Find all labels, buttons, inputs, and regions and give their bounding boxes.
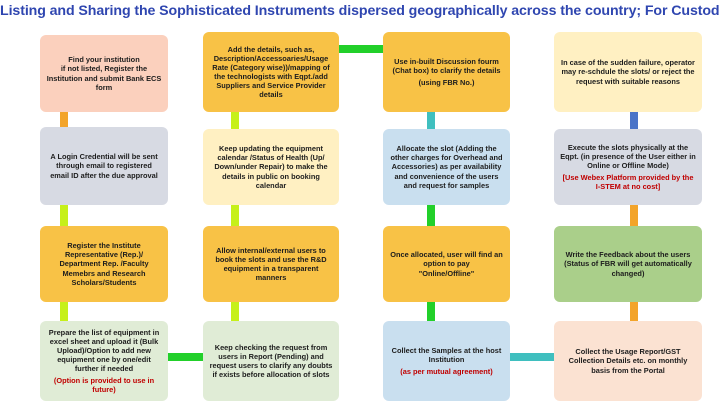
step-box-discussion-forum: Use in-built Discussion fourm (Chat box)… <box>383 32 510 112</box>
step-text: Keep checking the request from users in … <box>209 342 333 380</box>
step-text: In case of the sudden failure, operator … <box>561 58 695 86</box>
connector-row4-c1-c2 <box>168 353 203 361</box>
step-box-execute-slots: Execute the slots physically at the Eqpt… <box>554 129 702 205</box>
step-box-add-details: Add the details, such as, Description/Ac… <box>203 32 339 112</box>
connector-c3-r3 <box>427 302 435 321</box>
step-box-prepare-equipment-list: Prepare the list of equipment in excel s… <box>40 321 168 401</box>
connector-c4-r2 <box>630 205 638 226</box>
step-text: Prepare the list of equipment in excel s… <box>48 327 160 374</box>
step-text: Use in-built Discussion fourm (Chat box)… <box>392 56 501 75</box>
step-text: Add the details, such as, Description/Ac… <box>212 44 330 100</box>
connector-c2-r1 <box>231 112 239 129</box>
connector-c1-r3 <box>60 302 68 321</box>
step-text: Execute the slots physically at the Eqpt… <box>560 142 696 170</box>
connector-c1-r1 <box>60 112 68 127</box>
connector-row4-c3-c4 <box>510 353 554 361</box>
connector-c4-r3 <box>630 302 638 321</box>
step-box-update-calendar: Keep updating the equipment calendar /St… <box>203 129 339 205</box>
step-box-write-feedback: Write the Feedback about the users (Stat… <box>554 226 702 302</box>
page-title: Listing and Sharing the Sophisticated In… <box>0 3 720 19</box>
step-text: Allow internal/external users to book th… <box>215 245 327 283</box>
step-box-collect-samples: Collect the Samples at the host Institut… <box>383 321 510 401</box>
step-note: (as per mutual agreement) <box>400 367 493 377</box>
step-text: A Login Credential will be sent through … <box>50 152 158 180</box>
step-box-login-credential: A Login Credential will be sent through … <box>40 127 168 205</box>
step-box-allow-booking: Allow internal/external users to book th… <box>203 226 339 302</box>
step-text: Find your institution if not listed, Reg… <box>46 55 162 92</box>
step-text: Register the Institute Representative (R… <box>59 241 149 287</box>
step-box-usage-report: Collect the Usage Report/GST Collection … <box>554 321 702 401</box>
connector-row1-c2-c3 <box>339 45 383 53</box>
connector-c2-r2 <box>231 205 239 226</box>
step-text: Collect the Usage Report/GST Collection … <box>568 347 688 375</box>
step-box-check-requests: Keep checking the request from users in … <box>203 321 339 401</box>
connector-c1-r2 <box>60 205 68 226</box>
connector-c3-r1 <box>427 112 435 129</box>
connector-c4-r1 <box>630 112 638 129</box>
step-text: Once allocated, user will find an option… <box>390 250 503 278</box>
step-note: (using FBR No.) <box>418 78 475 88</box>
connector-c3-r2 <box>427 205 435 226</box>
step-text: Collect the Samples at the host Institut… <box>391 345 502 364</box>
step-text: Keep updating the equipment calendar /St… <box>214 144 328 190</box>
step-box-payment-option: Once allocated, user will find an option… <box>383 226 510 302</box>
step-box-allocate-slot: Allocate the slot (Adding the other char… <box>383 129 510 205</box>
step-box-find-institution: Find your institution if not listed, Reg… <box>40 35 168 112</box>
step-note: [Use Webex Platform provided by the I-ST… <box>562 173 694 192</box>
step-text: Write the Feedback about the users (Stat… <box>564 250 692 278</box>
step-box-reschedule: In case of the sudden failure, operator … <box>554 32 702 112</box>
step-box-register-representative: Register the Institute Representative (R… <box>40 226 168 302</box>
step-note: (Option is provided to use in future) <box>53 376 155 395</box>
connector-c2-r3 <box>231 302 239 321</box>
step-text: Allocate the slot (Adding the other char… <box>390 144 503 190</box>
